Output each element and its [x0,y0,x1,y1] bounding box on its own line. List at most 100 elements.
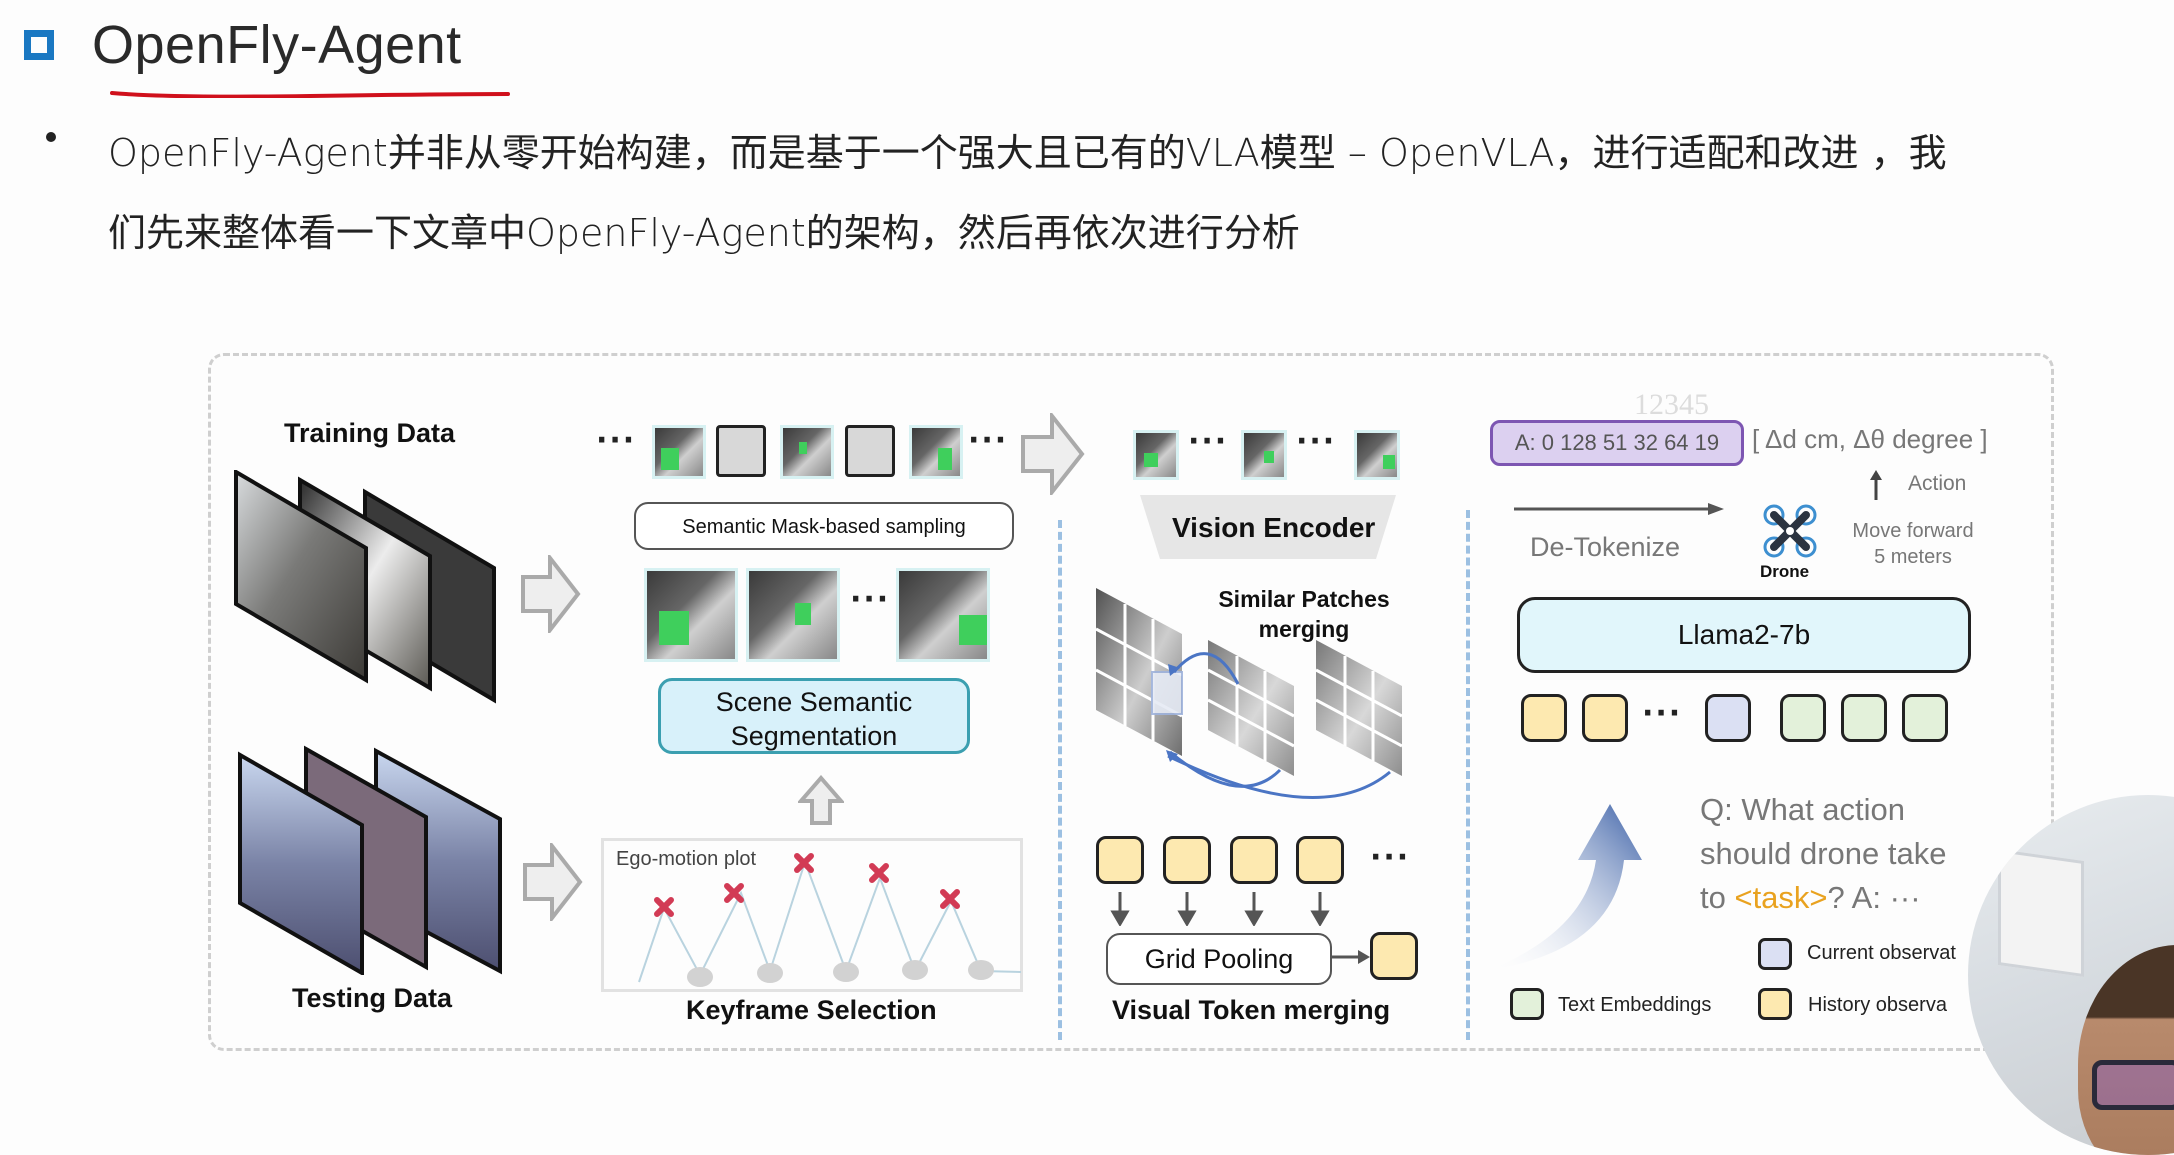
valley-marker [833,962,859,982]
training-frames-stack [234,470,496,704]
keyframe-x-marker [654,897,674,917]
legend-history-label: History observa [1808,994,1947,1016]
ego-motion-curve [638,853,1022,987]
title-bullet-icon [24,30,54,60]
drone-icon [1763,504,1817,558]
dropped-frame-placeholder [845,425,895,477]
ego-motion-plot-label: Ego-motion plot [616,848,757,870]
keyframe-thumbnail [1133,430,1179,480]
patch-grid [1095,588,1183,756]
slide-title: OpenFly-Agent [92,15,462,75]
move-forward-label: Move forward 5 meters [1840,518,1986,570]
ego-motion-plot [601,838,1023,992]
keyframe-x-marker [794,853,814,873]
ellipsis: ··· [1296,424,1337,459]
similar-patches-label: Similar Patches merging [1214,584,1394,644]
llm-label: Llama2-7b [1677,619,1811,650]
keyframe-thumbnail [1354,430,1400,480]
action-tokens-text: A: 0 128 51 32 64 19 [1514,430,1720,455]
valley-marker [968,960,994,980]
list-bullet [46,132,56,142]
sampled-frame-thumbnail [652,425,706,479]
question-line-1: Q: What action [1700,792,1906,827]
ellipsis: ··· [850,582,891,617]
llama2-7b-block: Llama2-7b [1517,597,1971,673]
similar-patches-merging-figure [1095,588,1403,799]
current-observation-token [1705,694,1751,742]
valley-marker [687,967,713,987]
segmented-frame [896,568,990,662]
patch-grid [1315,640,1403,776]
merge-arrow [1172,652,1240,685]
text-embedding-token [1841,694,1887,742]
keyframe-x-marker [869,863,889,883]
keyframe-selection-label: Keyframe Selection [686,995,937,1025]
patch-grid [1207,640,1295,776]
presenter-glasses [2092,1060,2174,1110]
input-flow-arrow [1490,804,1642,970]
background-poster [1998,848,2084,978]
text-embedding-token [1780,694,1826,742]
similar-patches-label-line-1: Similar Patches [1218,586,1390,612]
testing-data-label: Testing Data [292,983,453,1013]
history-token [1296,836,1344,884]
legend-current-label: Current observat [1807,942,1956,964]
text-embedding-token [1902,694,1948,742]
keyframe-thumbnail [1241,430,1287,480]
similar-patches-label-line-2: merging [1258,616,1350,642]
column-divider-1 [1058,520,1062,1040]
arrow-right-icon [1332,950,1370,964]
legend-text-swatch [1510,988,1544,1020]
training-data-label: Training Data [284,418,456,448]
merged-token [1370,932,1418,980]
segmented-frame [746,568,840,662]
task-placeholder: <task> [1734,880,1828,915]
history-token [1230,836,1278,884]
segmentation-label-line-1: Scene Semantic [715,687,913,717]
paragraph-line-2: 们先来整体看一下文章中OpenFly-Agent的架构，然后再依次进行分析 [108,211,1300,255]
detokenize-label: De-Tokenize [1530,532,1681,562]
architecture-diagram-frame [208,353,2054,1051]
grid-pooling-box: Grid Pooling [1106,933,1332,985]
presenter-webcam-overlay [1968,795,2174,1155]
history-observation-token [1582,694,1628,742]
dropped-frame-placeholder [716,425,766,477]
column-divider-2 [1466,510,1470,1040]
move-forward-line-1: Move forward [1852,520,1974,542]
keyframe-x-marker [940,889,960,909]
vision-encoder-block [1140,495,1396,559]
ellipsis: ··· [968,423,1009,458]
legend-history-swatch [1758,988,1792,1020]
arrow-right-icon [521,555,581,633]
history-observation-token [1521,694,1567,742]
drone-label: Drone [1760,562,1810,581]
valley-marker [902,960,928,980]
semantic-mask-sampling-box: Semantic Mask-based sampling [634,502,1014,550]
move-forward-line-2: 5 meters [1874,546,1952,568]
legend-text-label: Text Embeddings [1558,994,1712,1016]
action-units-label: [ Δd cm, Δθ degree ] [1752,424,1988,454]
presenter-face [2078,945,2174,1155]
valley-marker [757,963,783,983]
question-prompt: Q: What action should drone take to <tas… [1700,788,1946,920]
sampled-frame-thumbnail [909,425,963,479]
action-label: Action [1908,472,1967,495]
semantic-mask-sampling-label: Semantic Mask-based sampling [682,516,966,538]
ellipsis: ··· [1642,696,1683,731]
bullet-paragraph: OpenFly-Agent并非从零开始构建，而是基于一个强大且已有的VLA模型 … [108,113,2128,273]
detokenize-arrow [1514,503,1724,515]
ellipsis: ··· [1188,424,1229,459]
history-token [1096,836,1144,884]
paragraph-line-1: OpenFly-Agent并非从零开始构建，而是基于一个强大且已有的VLA模型 … [108,131,1947,175]
scene-semantic-segmentation-box: Scene Semantic Segmentation [658,678,970,754]
ellipsis: ··· [1370,840,1411,875]
red-annotation-underline [110,91,510,98]
legend-current-swatch [1758,938,1792,970]
vision-encoder-label: Vision Encoder [1172,512,1376,543]
question-line-2: should drone take [1700,836,1947,871]
grid-pooling-label: Grid Pooling [1144,944,1294,974]
arrow-right-icon [1021,413,1085,495]
arrow-right-icon [523,843,583,921]
visual-token-merging-label: Visual Token merging [1112,995,1391,1025]
question-line-3-suffix: ? A: ··· [1827,880,1921,915]
